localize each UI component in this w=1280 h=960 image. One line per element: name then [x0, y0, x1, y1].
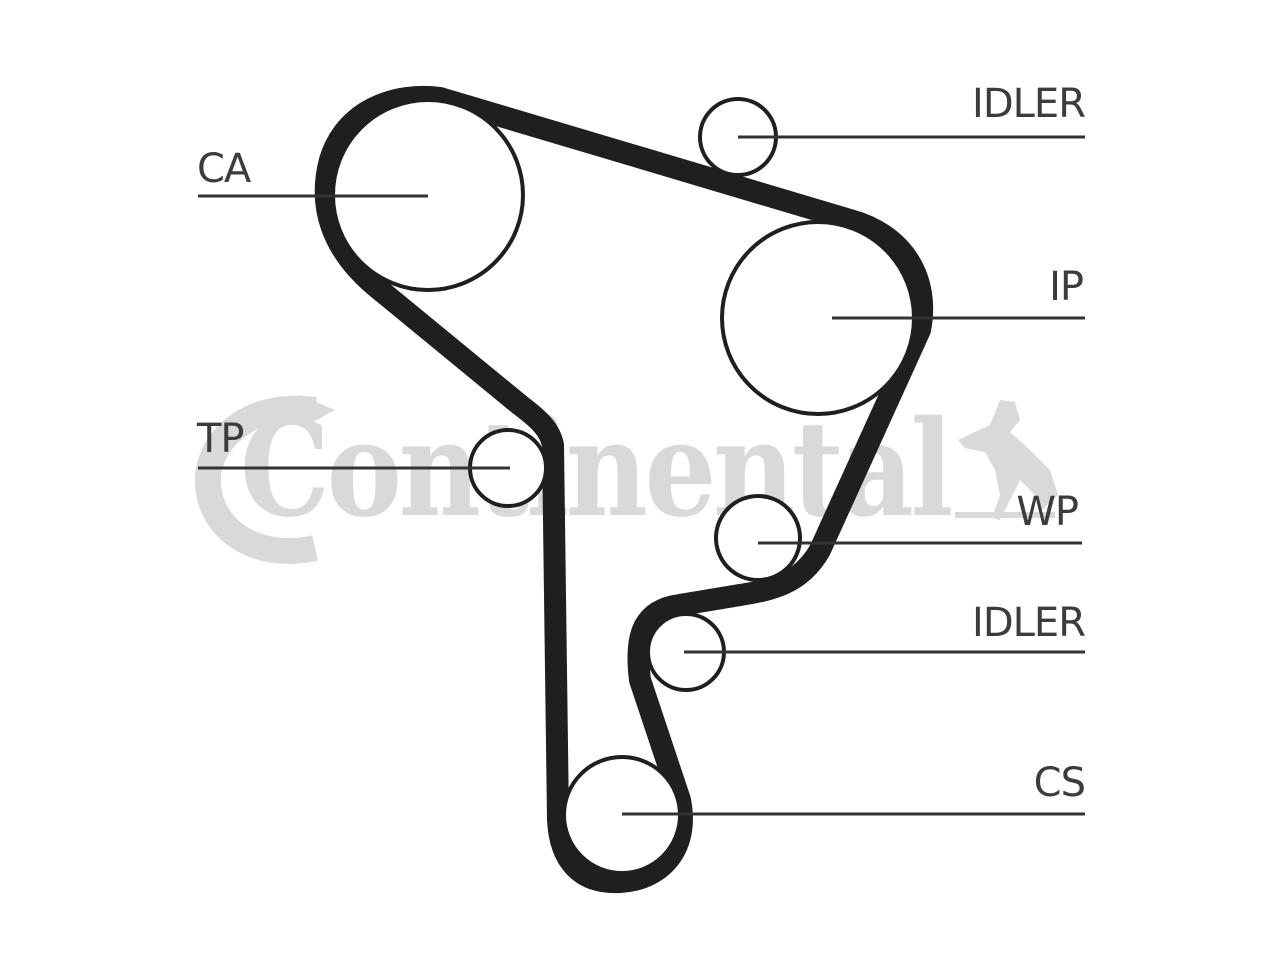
watermark-arrow [300, 395, 335, 428]
leader-lines [198, 135, 1085, 816]
continental-watermark: Continental [194, 392, 1058, 564]
label-ca: CA [197, 146, 252, 192]
water-pump-pulley [714, 494, 802, 582]
watermark-swoosh [194, 395, 318, 564]
label-idler-bottom: IDLER [972, 600, 1085, 646]
label-wp: WP [1016, 489, 1078, 535]
label-cs: CS [1034, 760, 1085, 806]
label-ip: IP [1049, 264, 1083, 310]
timing-belt [314, 85, 934, 894]
horse-logo-icon [955, 400, 1058, 520]
label-idler-top: IDLER [972, 81, 1085, 127]
component-labels: CA IDLER IP TP WP IDLER CS [196, 81, 1086, 806]
label-tp: TP [196, 416, 244, 462]
